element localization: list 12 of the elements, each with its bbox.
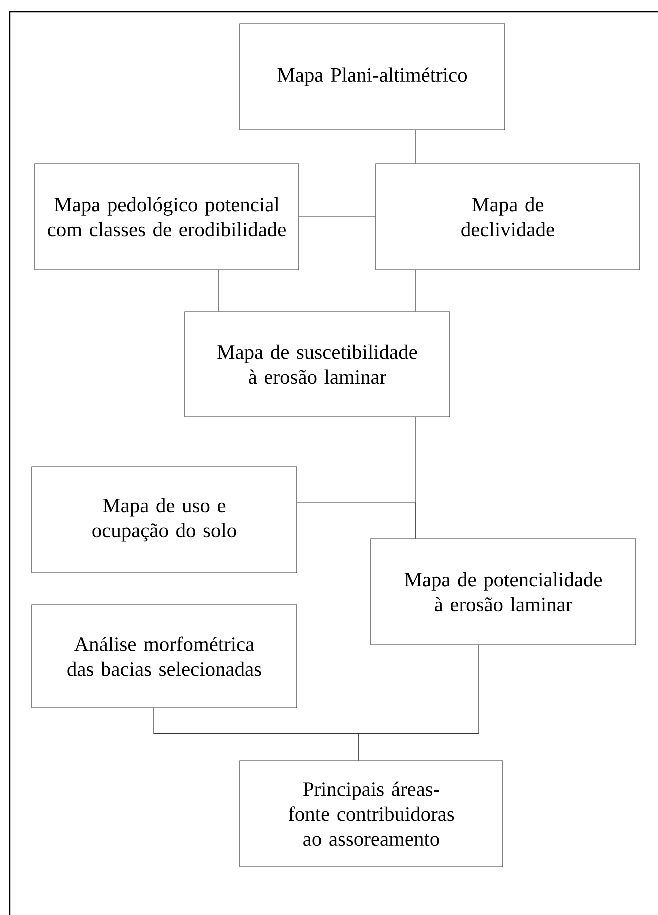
process-box: Mapa de declividade — [376, 164, 640, 270]
process-box: Análise morfométrica das bacias selecionadas — [32, 604, 298, 708]
process-box: Mapa pedológico potencial com classes de erodibilidade — [34, 164, 300, 270]
process-box: Principais áreas-fonte contribuidoras ao assoreamento — [240, 760, 504, 868]
process-box: Mapa Plani-altimétrico — [240, 24, 506, 130]
connector-line — [154, 708, 360, 761]
connector-line — [299, 216, 376, 218]
connector-line — [218, 270, 220, 312]
process-box: Mapa de potencialidade à erosão laminar — [370, 538, 636, 646]
process-box: Mapa de suscetibilidade à erosão laminar — [184, 312, 450, 418]
process-box: Mapa de uso e ocupação do solo — [32, 466, 298, 574]
connector-line — [297, 502, 416, 539]
